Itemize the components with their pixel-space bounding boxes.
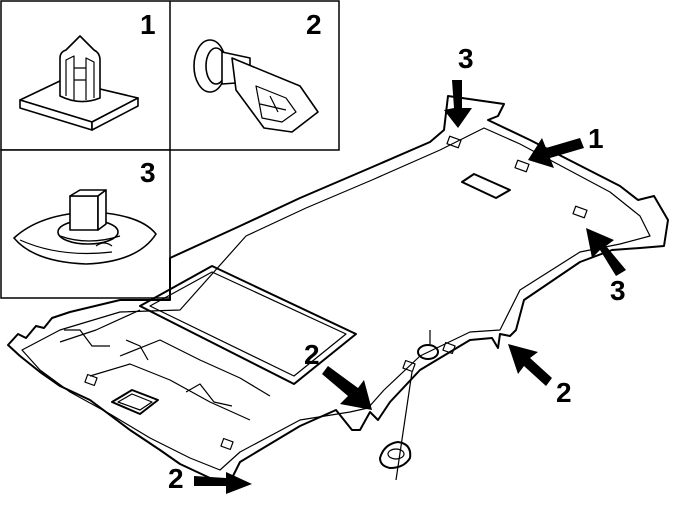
callout-label-bottom-left: 2 — [168, 463, 184, 494]
inset-2-label: 2 — [306, 9, 322, 40]
arrow-top-center — [444, 80, 472, 128]
clip-part-icon — [19, 35, 139, 131]
callout-label-right-lower: 2 — [556, 377, 572, 408]
arrow-right-upper — [528, 138, 584, 168]
arrow-right-lower — [508, 344, 552, 386]
inset-panels — [0, 0, 340, 299]
push-rivet-part-icon — [193, 39, 319, 133]
inset-1-label: 1 — [140, 9, 156, 40]
arrow-bottom-left — [194, 472, 252, 494]
callout-label-right-upper: 1 — [588, 123, 604, 154]
callout-arrows — [194, 80, 626, 494]
retainer-part-icon — [13, 189, 157, 265]
arrow-right-middle — [586, 228, 626, 276]
inset-3-label: 3 — [140, 157, 156, 188]
callout-label-right-middle: 3 — [610, 275, 626, 306]
arrow-center-lower-left — [322, 366, 372, 410]
callout-label-top-center: 3 — [458, 43, 474, 74]
callout-label-center-lower-left: 2 — [304, 339, 320, 370]
